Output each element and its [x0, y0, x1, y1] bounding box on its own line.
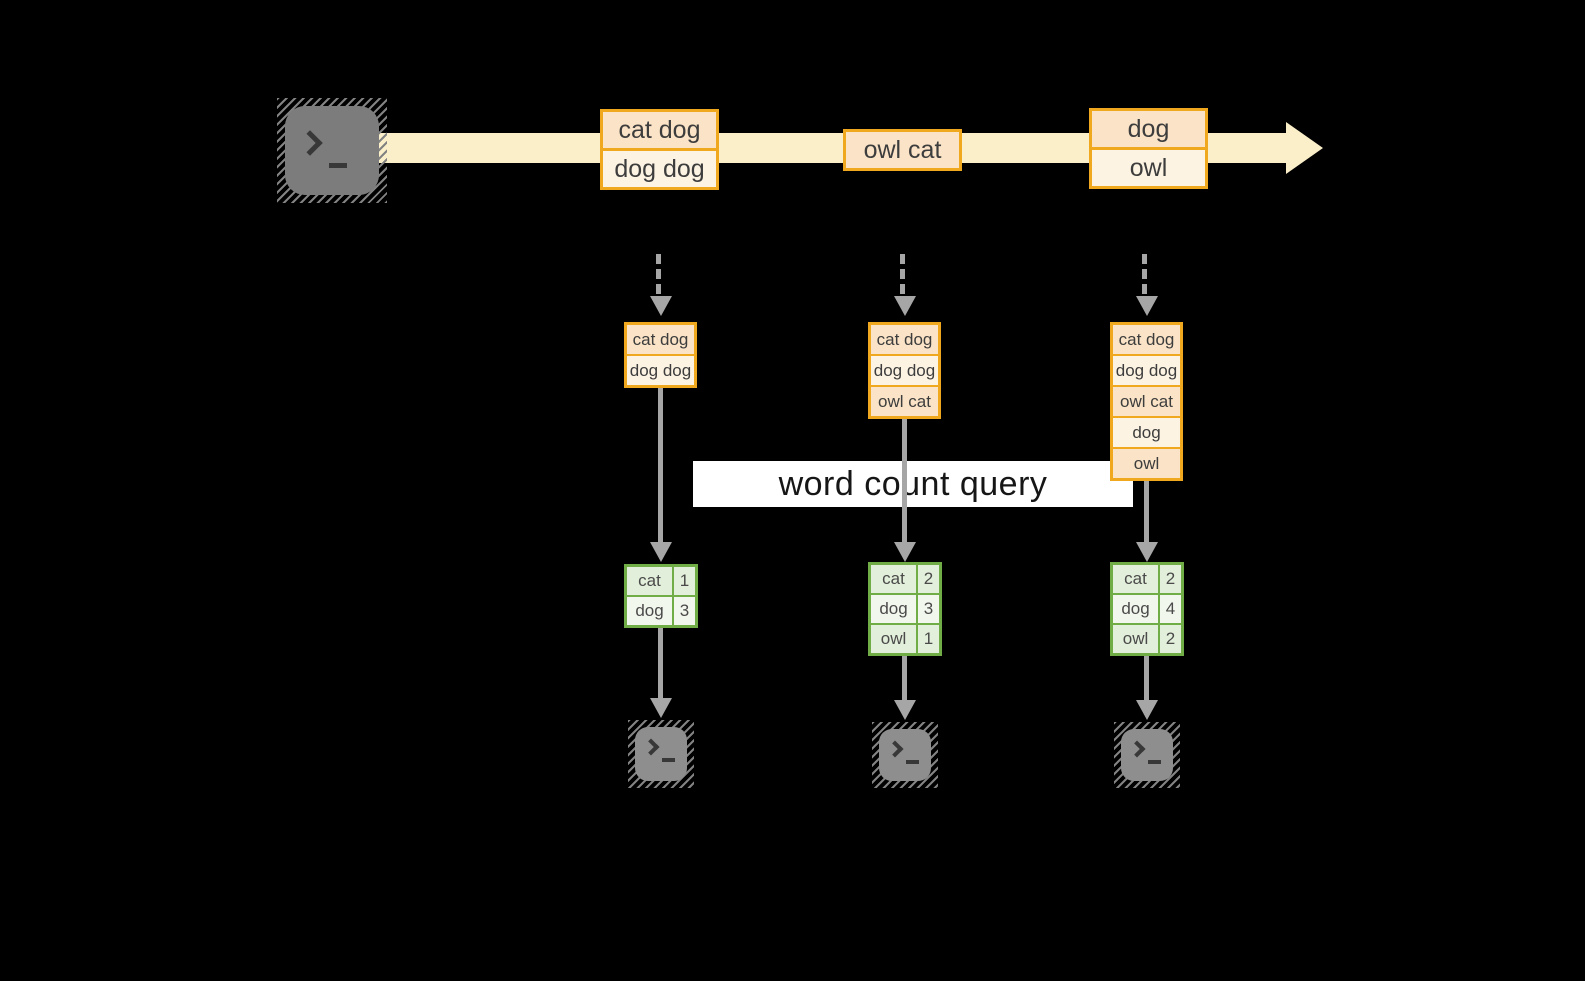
count-cell: 2 [1160, 625, 1181, 653]
prompt-cursor-icon [906, 760, 919, 764]
table-row: owl 2 [1113, 623, 1181, 653]
buffer-stack-2: cat dog dog dog owl cat [868, 322, 941, 419]
output-arrow-3 [1144, 656, 1149, 700]
word-cell: cat [627, 567, 674, 595]
output-terminal-icon-1 [628, 720, 694, 788]
word-cell: owl [1113, 625, 1160, 653]
table-row: cat 2 [871, 565, 939, 593]
buffer-record: owl cat [871, 385, 938, 416]
word-cell: dog [871, 595, 918, 623]
output-arrow-1 [658, 628, 663, 698]
buffer-stack-3: cat dog dog dog owl cat dog owl [1110, 322, 1183, 481]
count-cell: 1 [918, 625, 939, 653]
table-row: cat 1 [627, 567, 695, 595]
stream-record: dog dog [603, 148, 716, 187]
output-arrow-2 [902, 656, 907, 700]
word-cell: cat [871, 565, 918, 593]
word-cell: cat [1113, 565, 1160, 593]
prompt-chevron-icon [1128, 740, 1146, 758]
output-terminal-icon-2 [872, 722, 938, 788]
count-cell: 2 [918, 565, 939, 593]
table-row: dog 4 [1113, 593, 1181, 623]
ingest-arrow-3 [1142, 254, 1147, 294]
stream-batch-3: dog owl [1089, 108, 1208, 189]
terminal-screen [1121, 729, 1173, 781]
stream-record: owl cat [846, 132, 959, 168]
stream-record: cat dog [603, 112, 716, 148]
table-row: dog 3 [627, 595, 695, 625]
buffer-record: dog dog [627, 354, 694, 385]
buffer-record: owl cat [1113, 385, 1180, 416]
count-cell: 4 [1160, 595, 1181, 623]
buffer-stack-1: cat dog dog dog [624, 322, 697, 388]
buffer-record: dog dog [871, 354, 938, 385]
prompt-chevron-icon [297, 130, 323, 156]
output-terminal-icon-3 [1114, 722, 1180, 788]
table-row: dog 3 [871, 593, 939, 623]
count-cell: 2 [1160, 565, 1181, 593]
query-arrowhead-1-icon [650, 542, 672, 562]
query-arrowhead-3-icon [1136, 542, 1158, 562]
buffer-record: cat dog [627, 325, 694, 354]
prompt-chevron-icon [642, 738, 660, 756]
terminal-screen [879, 729, 931, 781]
ingest-arrow-2 [900, 254, 905, 294]
stream-batch-1: cat dog dog dog [600, 109, 719, 190]
stream-record: dog [1092, 111, 1205, 147]
stream-record: owl [1092, 147, 1205, 186]
wordcount-table-1: cat 1 dog 3 [624, 564, 698, 628]
query-label: word count query [693, 461, 1133, 507]
prompt-cursor-icon [329, 163, 347, 168]
ingest-arrowhead-1-icon [650, 296, 672, 316]
terminal-screen [635, 727, 687, 781]
output-arrowhead-3-icon [1136, 700, 1158, 720]
word-cell: dog [627, 597, 674, 625]
query-arrow-2 [902, 417, 907, 542]
wordcount-table-3: cat 2 dog 4 owl 2 [1110, 562, 1184, 656]
word-cell: owl [871, 625, 918, 653]
terminal-screen [285, 106, 379, 195]
word-cell: dog [1113, 595, 1160, 623]
table-row: owl 1 [871, 623, 939, 653]
prompt-cursor-icon [662, 758, 675, 762]
count-cell: 3 [674, 597, 695, 625]
buffer-record: cat dog [1113, 325, 1180, 354]
prompt-chevron-icon [886, 740, 904, 758]
ingest-arrowhead-2-icon [894, 296, 916, 316]
prompt-cursor-icon [1148, 760, 1161, 764]
source-terminal-icon [277, 98, 387, 203]
buffer-record: dog [1113, 416, 1180, 447]
output-arrowhead-1-icon [650, 698, 672, 718]
wordcount-table-2: cat 2 dog 3 owl 1 [868, 562, 942, 656]
buffer-record: dog dog [1113, 354, 1180, 385]
stream-batch-2: owl cat [843, 129, 962, 171]
count-cell: 3 [918, 595, 939, 623]
table-row: cat 2 [1113, 565, 1181, 593]
output-arrowhead-2-icon [894, 700, 916, 720]
query-arrow-1 [658, 388, 663, 542]
query-arrow-3 [1144, 479, 1149, 542]
buffer-record: cat dog [871, 325, 938, 354]
ingest-arrow-1 [656, 254, 661, 294]
ingest-arrowhead-3-icon [1136, 296, 1158, 316]
query-arrowhead-2-icon [894, 542, 916, 562]
stream-arrow-head-icon [1286, 122, 1323, 174]
buffer-record: owl [1113, 447, 1180, 478]
count-cell: 1 [674, 567, 695, 595]
